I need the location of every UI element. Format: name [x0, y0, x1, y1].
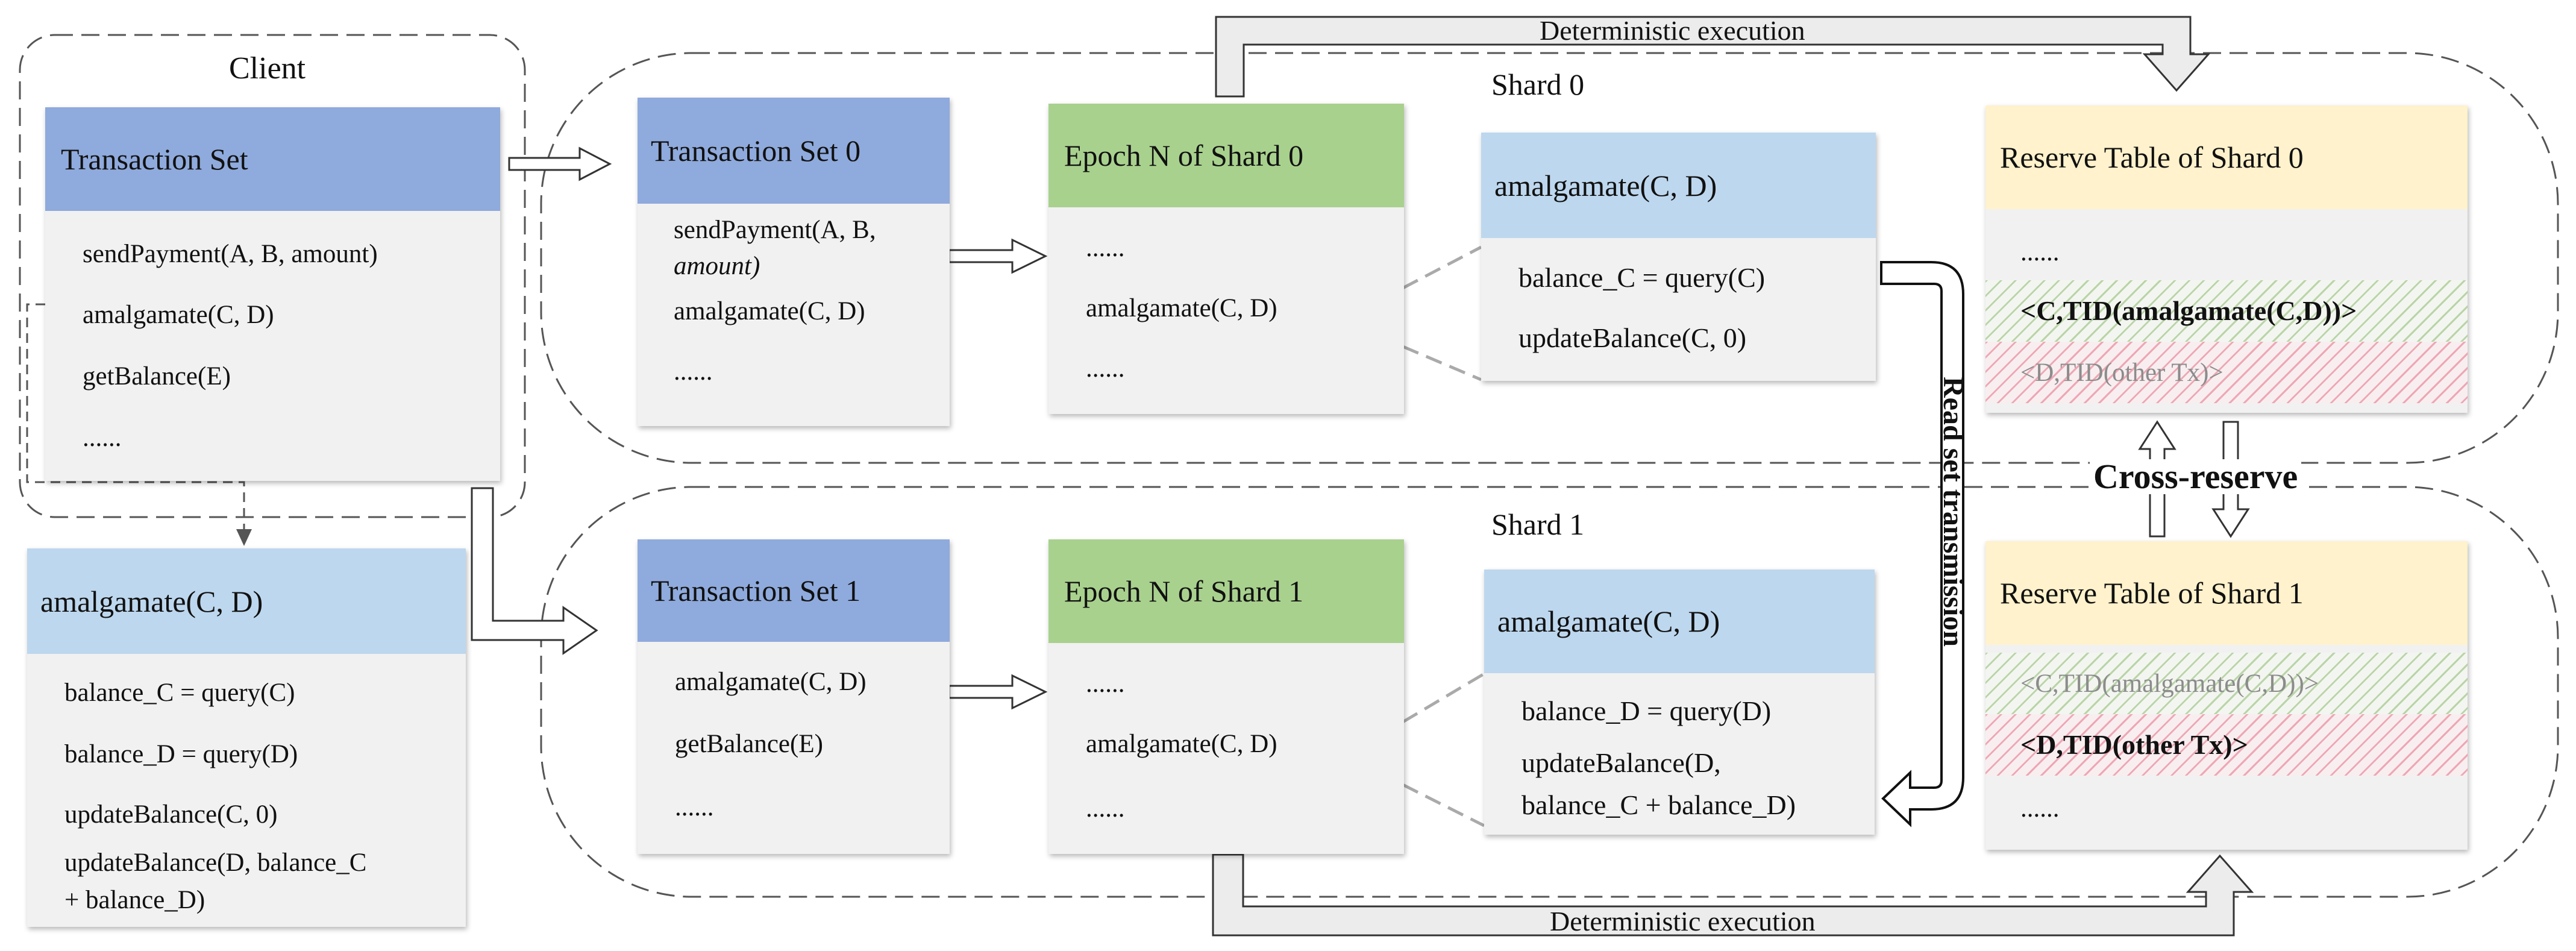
shard1-tx-item: getBalance(E): [675, 730, 823, 758]
shard0-tx-item: sendPayment(A, B,: [674, 216, 876, 244]
shard0-detail-header: amalgamate(C, D): [1481, 133, 1876, 238]
shard0-tx-item: amount): [674, 252, 760, 280]
shard1-reserve-table-header: Reserve Table of Shard 1: [1985, 541, 2468, 645]
shard0-reserve-row: ......: [2020, 238, 2060, 266]
shard1-epoch-header: Epoch N of Shard 1: [1048, 539, 1404, 643]
shard0-transaction-set-card: Transaction Set 0 sendPayment(A, B, amou…: [638, 98, 950, 426]
deterministic-arrow-top: [1215, 16, 2211, 98]
client-transaction-set-header: Transaction Set: [45, 107, 500, 211]
definition-line: updateBalance(D, balance_C: [64, 849, 367, 877]
shard0-epoch-item: ......: [1086, 234, 1125, 262]
deterministic-execution-label-top: Deterministic execution: [1540, 15, 1805, 46]
shard1-reserve-row: ......: [2020, 794, 2060, 823]
read-set-arrow: [1880, 261, 1964, 827]
shard0-reserve-table-card: Reserve Table of Shard 0 ...... <C,TID(a…: [1985, 105, 2468, 413]
shard1-detail-line: balance_D = query(D): [1521, 695, 1772, 726]
connector-arrowhead: [236, 529, 252, 546]
shard1-reserve-row-highlight: <D,TID(other Tx)>: [1985, 714, 2468, 776]
shard1-detail-header: amalgamate(C, D): [1484, 570, 1875, 673]
schedule-arrow-shard0: [948, 238, 1048, 274]
definition-line: + balance_D): [64, 886, 205, 914]
shard1-epoch-item: ......: [1086, 794, 1125, 823]
client-label: Client: [229, 51, 306, 86]
shard0-detail-line: updateBalance(C, 0): [1518, 322, 1747, 353]
client-tx-item: sendPayment(A, B, amount): [83, 240, 378, 268]
zoom-line: [1402, 672, 1485, 724]
shard0-detail-card: amalgamate(C, D) balance_C = query(C) up…: [1481, 133, 1876, 381]
shard1-detail-line: updateBalance(D,: [1521, 747, 1721, 778]
shard0-tx-item: amalgamate(C, D): [674, 297, 865, 325]
shard0-reserve-row: <C,TID(amalgamate(C,D))>: [2020, 295, 2357, 326]
zoom-line: [1402, 245, 1482, 290]
client-tx-item: ......: [83, 424, 122, 452]
shard1-detail-line: balance_C + balance_D): [1521, 789, 1796, 820]
amalgamate-definition-card: amalgamate(C, D) balance_C = query(C) ba…: [27, 548, 466, 927]
shard1-label: Shard 1: [1491, 507, 1585, 541]
deterministic-arrow-bottom: [1212, 853, 2254, 937]
shard0-reserve-table-header: Reserve Table of Shard 0: [1985, 105, 2468, 209]
shard1-transaction-set-card: Transaction Set 1 amalgamate(C, D) getBa…: [638, 539, 950, 854]
definition-line: updateBalance(C, 0): [64, 800, 278, 829]
shard0-tx-item: ......: [674, 357, 713, 386]
shard1-tx-item: ......: [675, 793, 714, 821]
shard1-tx-item: amalgamate(C, D): [675, 668, 867, 696]
client-tx-item: amalgamate(C, D): [83, 301, 274, 329]
client-dashed-outline: [19, 34, 526, 518]
shard0-epoch-header: Epoch N of Shard 0: [1048, 104, 1404, 207]
shard1-reserve-table-card: Reserve Table of Shard 1 <C,TID(amalgama…: [1985, 541, 2468, 850]
schedule-arrow-shard1: [948, 674, 1048, 710]
shard0-reserve-row: <D,TID(other Tx)>: [2020, 359, 2223, 387]
amalgamate-definition-header: amalgamate(C, D): [27, 548, 466, 654]
definition-line: balance_D = query(D): [64, 740, 298, 768]
client-to-definition-connector: [26, 303, 245, 530]
shard0-detail-line: balance_C = query(C): [1518, 262, 1766, 293]
shard1-epoch-item: amalgamate(C, D): [1086, 730, 1277, 758]
shard0-reserve-row-highlight: <D,TID(other Tx)>: [1985, 342, 2468, 403]
cross-reserve-label: Cross-reserve: [2090, 459, 2302, 494]
dispatch-arrow-shard0: [508, 146, 612, 181]
read-set-transmission-label: Read set transmission: [1937, 377, 1969, 647]
client-tx-item: getBalance(E): [83, 362, 231, 391]
shard0-epoch-item: ......: [1086, 354, 1125, 383]
zoom-line: [1402, 345, 1482, 381]
shard1-dashed-outline: [540, 486, 2559, 898]
shard0-epoch-item: amalgamate(C, D): [1086, 294, 1277, 322]
shard0-label: Shard 0: [1491, 67, 1585, 101]
shard1-reserve-row: <D,TID(other Tx)>: [2020, 729, 2248, 760]
client-transaction-set-card: Transaction Set sendPayment(A, B, amount…: [45, 107, 500, 481]
shard0-epoch-card: Epoch N of Shard 0 ...... amalgamate(C, …: [1048, 104, 1404, 414]
deterministic-execution-label-bottom: Deterministic execution: [1550, 906, 1816, 937]
dispatch-arrow-shard1: [471, 487, 598, 655]
shard1-transaction-set-header: Transaction Set 1: [638, 539, 950, 642]
zoom-line: [1402, 783, 1485, 827]
shard0-dashed-outline: [540, 52, 2559, 464]
shard1-reserve-row-highlight: <C,TID(amalgamate(C,D))>: [1985, 653, 2468, 714]
shard1-epoch-card: Epoch N of Shard 1 ...... amalgamate(C, …: [1048, 539, 1404, 854]
definition-line: balance_C = query(C): [64, 679, 295, 707]
shard0-transaction-set-header: Transaction Set 0: [638, 98, 950, 204]
shard1-reserve-row: <C,TID(amalgamate(C,D))>: [2020, 670, 2319, 698]
shard1-epoch-item: ......: [1086, 670, 1125, 698]
shard0-reserve-row-highlight: <C,TID(amalgamate(C,D))>: [1985, 280, 2468, 342]
shard1-detail-card: amalgamate(C, D) balance_D = query(D) up…: [1484, 570, 1875, 835]
